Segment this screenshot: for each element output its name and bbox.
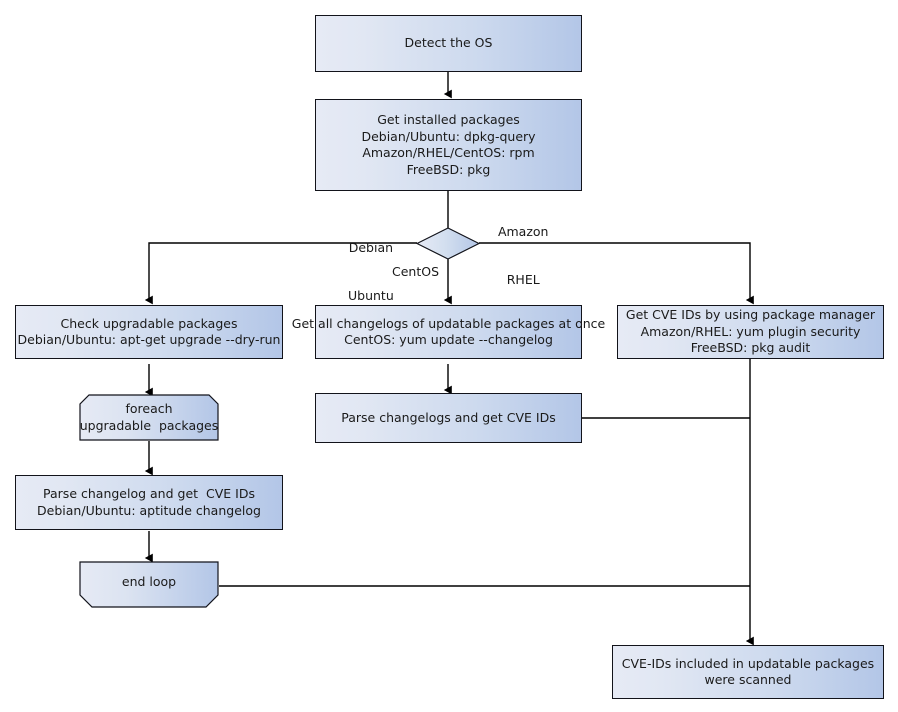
node-detect-os[interactable]: Detect the OS — [315, 15, 582, 72]
node-get-cve-package-manager[interactable]: Get CVE IDs by using package manager Ama… — [617, 305, 884, 359]
edge-label-ubuntu: Ubuntu — [348, 288, 394, 303]
node-os-decision[interactable] — [415, 227, 481, 260]
node-result-line1: CVE-IDs included in updatable packages — [621, 655, 875, 671]
node-check-upgradable-line2: Debian/Ubuntu: apt-get upgrade --dry-run — [17, 332, 281, 347]
node-parse-changelog-single[interactable]: Parse changelog and get CVE IDs Debian/U… — [15, 475, 283, 530]
node-result-scanned[interactable]: CVE-IDs included in updatable packages w… — [612, 645, 884, 699]
node-foreach-line1: foreach — [125, 401, 173, 416]
foreach-loop-shape — [79, 394, 219, 441]
node-foreach-loop-text: foreach upgradable packages — [79, 394, 219, 441]
node-parse-changelog-line2: Debian/Ubuntu: aptitude changelog — [37, 502, 261, 518]
node-get-installed-packages[interactable]: Get installed packages Debian/Ubuntu: dp… — [315, 99, 582, 191]
node-get-cve-pkgmgr-line2: Amazon/RHEL: yum plugin security — [640, 323, 861, 339]
node-get-cve-pkgmgr-line3: FreeBSD: pkg audit — [690, 340, 811, 356]
node-get-installed-line2: Debian/Ubuntu: dpkg-query — [361, 128, 536, 144]
node-parse-changelog-line1: Parse changelog and get CVE IDs — [43, 486, 255, 501]
node-get-all-changelogs-line2: CentOS: yum update --changelog — [344, 332, 553, 347]
node-get-installed-line1: Get installed packages — [377, 112, 520, 127]
node-get-all-changelogs-line1: Get all changelogs of updatable packages… — [291, 315, 606, 331]
edge-label-rhel: RHEL — [506, 272, 540, 287]
node-foreach-line2: upgradable packages — [79, 417, 219, 433]
edge-label-centos: CentOS — [392, 264, 440, 279]
node-end-loop-text: end loop — [79, 561, 219, 604]
edge-label-debian: Debian — [348, 240, 394, 255]
node-foreach-loop[interactable]: foreach upgradable packages — [79, 394, 219, 441]
node-parse-changelogs-multi[interactable]: Parse changelogs and get CVE IDs — [315, 393, 582, 443]
node-result-line2: were scanned — [704, 672, 792, 687]
node-parse-changelogs-multi-label: Parse changelogs and get CVE IDs — [341, 409, 556, 425]
node-check-upgradable-line1: Check upgradable packages — [60, 315, 238, 331]
node-end-loop-label: end loop — [121, 574, 177, 590]
node-get-all-changelogs[interactable]: Get all changelogs of updatable packages… — [292, 305, 605, 359]
node-get-cve-pkgmgr-line1: Get CVE IDs by using package manager — [625, 307, 876, 323]
node-detect-os-label: Detect the OS — [404, 35, 493, 51]
decision-diamond-shape — [415, 227, 481, 260]
end-loop-shape — [79, 561, 219, 608]
node-get-installed-line4: FreeBSD: pkg — [406, 161, 491, 177]
node-get-installed-line3: Amazon/RHEL/CentOS: rpm — [362, 145, 535, 160]
edge-label-amazon: Amazon — [497, 224, 549, 239]
node-check-upgradable-packages[interactable]: Check upgradable packages Debian/Ubuntu:… — [15, 305, 283, 359]
edge-label-debian-ubuntu: Debian Ubuntu — [348, 208, 394, 336]
node-end-loop[interactable]: end loop — [79, 561, 219, 608]
